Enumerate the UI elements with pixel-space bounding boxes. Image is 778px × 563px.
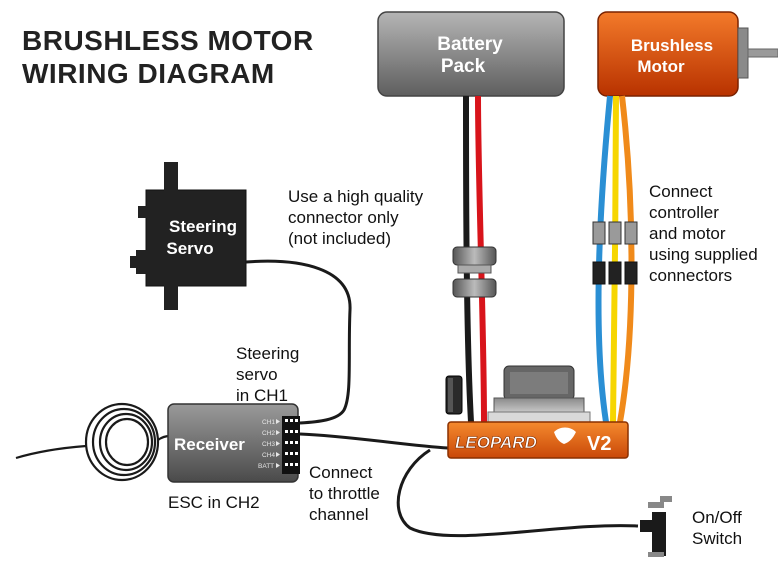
motor-label-line2: Motor	[637, 57, 685, 76]
esc-version: V2	[587, 433, 611, 455]
esc-ch2-note: ESC in CH2	[168, 493, 260, 512]
leopard-head-icon	[554, 427, 576, 444]
throttle-note: Connect to throttle channel	[309, 463, 380, 524]
motor-label-line1: Brushless	[631, 36, 713, 55]
battery-label-line2: Pack	[441, 56, 486, 77]
antenna-coil	[15, 402, 171, 482]
servo-label-line1: Steering	[169, 217, 237, 236]
switch-note: On/Off Switch	[692, 508, 743, 548]
switch-lead-wire	[396, 448, 639, 538]
brushless-motor: Brushless Motor	[597, 11, 778, 97]
diagram-title: BRUSHLESS MOTOR WIRING DIAGRAM	[22, 24, 314, 90]
throttle-lead-wire	[299, 432, 449, 450]
title-line-1: BRUSHLESS MOTOR	[22, 25, 314, 56]
motor-connect-note: Connect controller and motor using suppl…	[649, 182, 758, 285]
receiver-label: Receiver	[174, 435, 245, 454]
receiver: CH1 CH2 CH3 CH4 BATT Receiver	[167, 403, 300, 483]
servo-bottom-tab	[164, 284, 178, 310]
servo-lead-wire	[245, 259, 352, 425]
servo-label-line2: Servo	[166, 239, 213, 258]
receiver-ch1-label: CH1	[262, 419, 275, 426]
motor-shaft	[747, 48, 778, 58]
esc-controller: LEOPARD V2	[445, 365, 629, 459]
on-off-switch	[640, 496, 672, 557]
battery-pack: Battery Pack	[377, 11, 565, 97]
connector-note: Use a high quality connector only (not i…	[288, 187, 424, 248]
receiver-ch2-label: CH2	[262, 430, 275, 437]
steering-servo: Steering Servo	[130, 162, 247, 310]
motor-bullet-connectors	[592, 221, 638, 285]
esc-brand-logo: LEOPARD	[455, 433, 537, 452]
motor-wire-yellow	[610, 95, 619, 423]
motor-wire-blue	[595, 95, 613, 423]
battery-label-line1: Battery	[437, 34, 503, 55]
battery-wires	[452, 95, 497, 423]
steering-ch1-note: Steering servo in CH1	[236, 344, 300, 405]
servo-top-tab	[164, 162, 178, 192]
battery-connector	[452, 246, 497, 298]
motor-wires	[592, 95, 638, 423]
receiver-ch4-label: CH4	[262, 452, 275, 459]
motor-wire-orange	[617, 95, 635, 423]
motor-endcap	[737, 27, 749, 79]
receiver-pins	[285, 419, 298, 466]
receiver-ch3-label: CH3	[262, 441, 275, 448]
title-line-2: WIRING DIAGRAM	[22, 58, 275, 89]
receiver-batt-label: BATT	[258, 463, 274, 470]
